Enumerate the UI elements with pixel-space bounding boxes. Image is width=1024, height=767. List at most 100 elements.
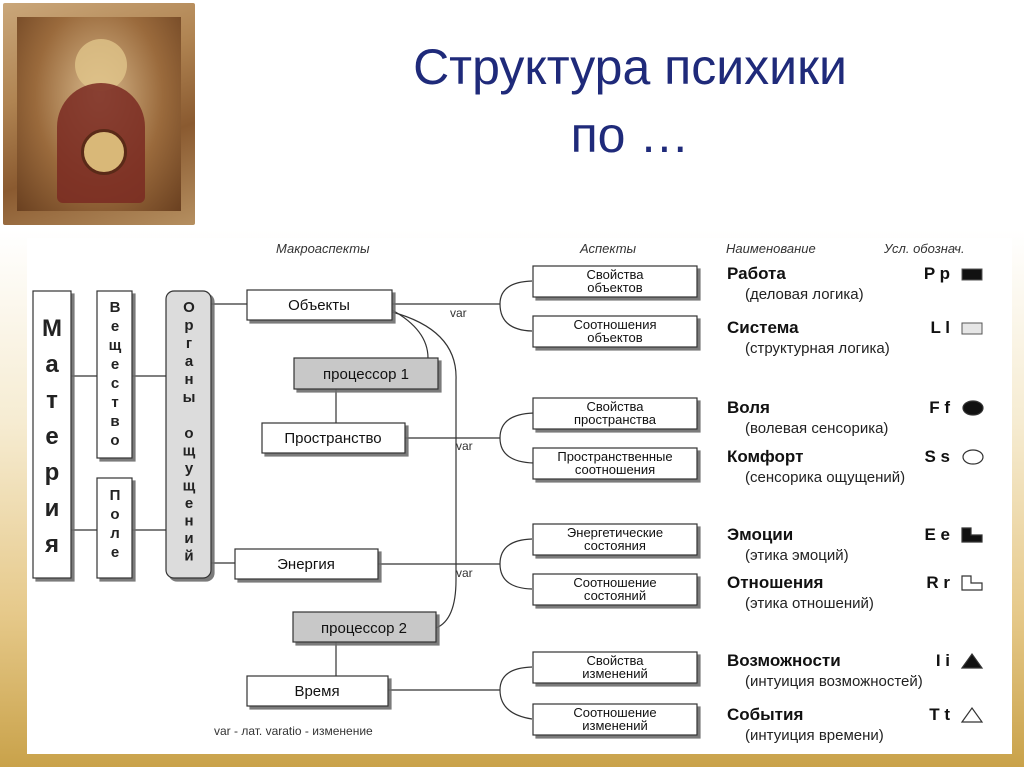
field-letter: е bbox=[111, 544, 119, 561]
time-box bbox=[246, 675, 389, 707]
page-title: Структура психики bbox=[413, 39, 847, 95]
aspect-name: Комфорт bbox=[727, 447, 803, 466]
objects-label: Объекты bbox=[288, 297, 350, 314]
aspect-code: F f bbox=[929, 398, 950, 417]
field-letter: л bbox=[110, 525, 120, 542]
space-label: Пространство bbox=[284, 430, 381, 447]
outlined-triangle-icon bbox=[960, 706, 984, 723]
aspect-label-1: Свойства bbox=[586, 399, 644, 414]
outlined-step-icon bbox=[961, 575, 983, 591]
aspect-label-2: объектов bbox=[587, 280, 642, 295]
aspect-code: S s bbox=[924, 447, 950, 466]
matter-letter: а bbox=[45, 351, 59, 378]
substance-letter: с bbox=[111, 375, 119, 392]
icon-painting bbox=[3, 3, 195, 225]
aspect-label-2: объектов bbox=[587, 330, 642, 345]
painting-inner bbox=[17, 17, 181, 211]
matter-box bbox=[32, 290, 72, 579]
organs-letter: а bbox=[185, 353, 194, 370]
organs-letter: О bbox=[183, 299, 195, 316]
time-label: Время bbox=[294, 683, 339, 700]
energy-label: Энергия bbox=[277, 556, 335, 573]
aspect-code: T t bbox=[929, 705, 950, 724]
aspect-label-2: соотношения bbox=[575, 462, 655, 477]
matter-letter: я bbox=[44, 531, 59, 558]
sensations-letter: о bbox=[184, 425, 193, 442]
aspect-code: P p bbox=[924, 264, 950, 283]
filled-circle-icon bbox=[962, 400, 984, 416]
aspect-name: Эмоции bbox=[727, 525, 793, 544]
page-subtitle: по … bbox=[570, 107, 690, 163]
outlined-rectangle-icon bbox=[961, 322, 983, 335]
aspect-name: Возможности bbox=[727, 651, 841, 670]
aspect-subtitle: (сенсорика ощущений) bbox=[745, 469, 905, 486]
aspect-name: Работа bbox=[727, 264, 786, 283]
var-label-3: var bbox=[456, 566, 473, 580]
aspect-box bbox=[532, 265, 698, 298]
sensations-letter: у bbox=[185, 460, 194, 477]
sensations-letter: е bbox=[185, 495, 193, 512]
sensations-letter: н bbox=[184, 513, 193, 530]
var-label-1: var bbox=[450, 306, 467, 320]
aspect-code: R r bbox=[926, 573, 950, 592]
sensations-letter: щ bbox=[183, 443, 196, 460]
space-box bbox=[261, 422, 406, 454]
matter-letter: т bbox=[46, 387, 58, 414]
header-symbols: Усл. обознач. bbox=[883, 241, 965, 256]
aspect-label-1: Соотношение bbox=[573, 705, 656, 720]
matter-letter: е bbox=[45, 423, 58, 450]
aspect-label-2: пространства bbox=[574, 412, 657, 427]
aspect-box bbox=[532, 703, 698, 736]
aspect-name: Система bbox=[727, 318, 799, 337]
processor-2-label: процессор 2 bbox=[321, 620, 407, 637]
substance-letter: т bbox=[111, 394, 118, 411]
substance-letter: В bbox=[110, 299, 121, 316]
field-letter: о bbox=[110, 506, 119, 523]
organs-letter: н bbox=[184, 371, 193, 388]
field-letter: П bbox=[110, 487, 121, 504]
substance-letter: щ bbox=[109, 337, 122, 354]
aspect-label-2: состояния bbox=[584, 538, 646, 553]
aspect-box bbox=[532, 315, 698, 348]
sensations-letter: й bbox=[184, 548, 193, 565]
header-naming: Наименование bbox=[726, 241, 816, 256]
halo-shape bbox=[75, 39, 127, 91]
sensations-letter: щ bbox=[183, 478, 196, 495]
substance-letter: в bbox=[110, 413, 119, 430]
medallion-shape bbox=[81, 129, 127, 175]
aspect-subtitle: (структурная логика) bbox=[745, 340, 890, 357]
organs-letter: р bbox=[184, 317, 193, 334]
matter-letter: М bbox=[42, 315, 62, 342]
substance-letter: е bbox=[111, 318, 119, 335]
aspect-name: Отношения bbox=[727, 573, 823, 592]
aspect-label-2: изменений bbox=[582, 666, 648, 681]
aspect-label-1: Пространственные bbox=[557, 449, 672, 464]
aspect-subtitle: (деловая логика) bbox=[745, 286, 864, 303]
aspect-box bbox=[532, 573, 698, 606]
header-aspects: Аспекты bbox=[579, 241, 637, 256]
aspect-label-1: Энергетические bbox=[567, 525, 663, 540]
aspect-box bbox=[532, 447, 698, 480]
aspect-label-1: Свойства bbox=[586, 267, 644, 282]
organs-box bbox=[165, 290, 212, 579]
aspect-code: L l bbox=[930, 318, 950, 337]
aspect-name: Воля bbox=[727, 398, 770, 417]
outlined-circle-icon bbox=[962, 449, 984, 465]
substance-box bbox=[96, 290, 133, 459]
sensations-letter: и bbox=[184, 530, 193, 547]
field-box bbox=[96, 477, 133, 579]
aspect-box bbox=[532, 397, 698, 430]
aspect-code: E e bbox=[924, 525, 950, 544]
aspect-box bbox=[532, 523, 698, 556]
aspect-subtitle: (этика отношений) bbox=[745, 595, 874, 612]
organs-letter: ы bbox=[183, 389, 196, 406]
aspect-subtitle: (интуиция времени) bbox=[745, 727, 884, 744]
aspect-subtitle: (этика эмоций) bbox=[745, 547, 849, 564]
aspect-name: События bbox=[727, 705, 803, 724]
objects-box bbox=[246, 289, 393, 321]
footnote: var - лат. varatio - изменение bbox=[214, 724, 373, 738]
filled-triangle-icon bbox=[960, 652, 984, 669]
aspect-box bbox=[532, 651, 698, 684]
processor-1-box bbox=[293, 357, 439, 390]
